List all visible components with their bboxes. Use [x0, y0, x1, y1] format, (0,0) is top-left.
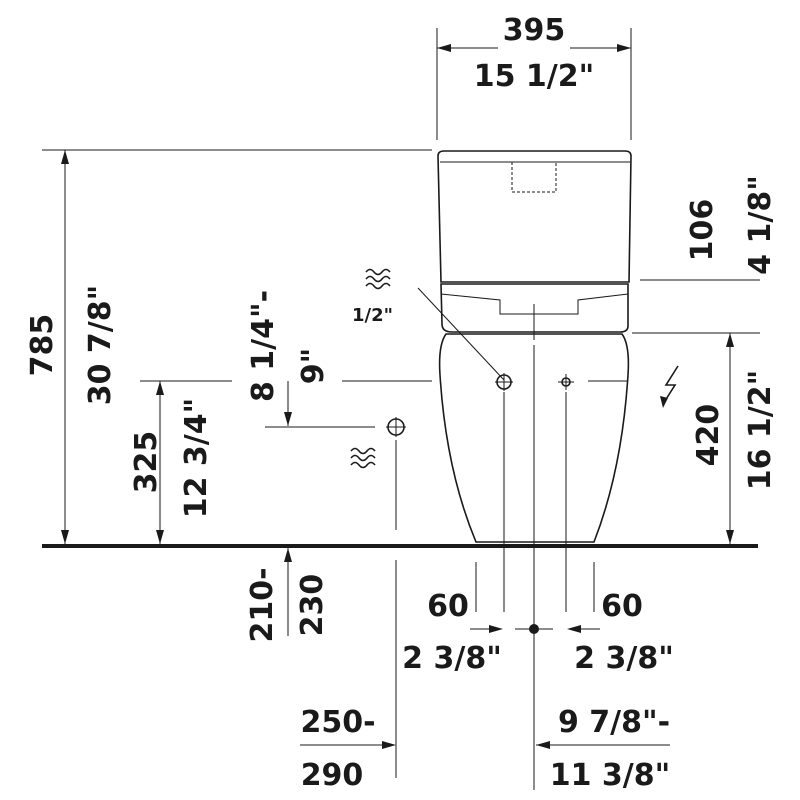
electric-icon [660, 365, 679, 408]
total-height-dimension: 785 30 7/8" [25, 149, 432, 544]
lid-height-mm: 106 [685, 199, 720, 262]
water-icon [365, 268, 391, 290]
outlet-offset-dimensions: 60 2 3/8" 60 2 3/8" [402, 562, 674, 676]
wall-distance-right-bottom: 11 3/8" [550, 758, 671, 793]
outlet-depth-bottom: 230 [295, 574, 330, 637]
inlet-offset-dimension: 8 1/4"- 9" [246, 290, 432, 428]
offset-left-mm: 60 [427, 589, 469, 624]
tank-width-in: 15 1/2" [474, 59, 595, 94]
offset-right-in: 2 3/8" [574, 641, 674, 676]
wall-distance-right: 9 7/8"- 11 3/8" [536, 705, 670, 793]
wall-distance-left: 250- 290 [300, 560, 397, 793]
offset-left-in: 2 3/8" [402, 641, 502, 676]
inlet-offset-top: 8 1/4"- [246, 290, 281, 402]
water-supply-height-in: 12 3/4" [179, 398, 214, 519]
toilet-outline [437, 150, 632, 543]
water-inlet-left [350, 417, 406, 530]
wall-distance-right-top: 9 7/8"- [558, 705, 670, 740]
lid-height-in: 4 1/8" [743, 175, 778, 275]
outlet-depth-dimension: 210- 230 [245, 548, 330, 643]
seat-height-mm: 420 [691, 404, 726, 467]
seat-height-dimension: 420 16 1/2" [632, 332, 778, 544]
water-icon [350, 447, 376, 469]
total-height-mm: 785 [25, 314, 60, 377]
outlet-depth-top: 210- [245, 567, 280, 642]
lid-height-dimension: 106 4 1/8" [640, 175, 778, 281]
water-supply-height-dimension: 325 12 3/4" [129, 380, 232, 544]
outlet-center-point [529, 624, 539, 634]
water-size-label: 1/2" [352, 305, 393, 326]
offset-right-mm: 60 [601, 589, 643, 624]
tank-width-dimension: 395 15 1/2" [436, 13, 632, 140]
tank-width-mm: 395 [503, 13, 566, 48]
inlet-offset-bottom: 9" [296, 348, 331, 385]
wall-distance-bottom: 290 [301, 758, 364, 793]
water-supply-height-mm: 325 [129, 431, 164, 494]
seat-height-in: 16 1/2" [743, 370, 778, 491]
total-height-in: 30 7/8" [83, 285, 118, 406]
water-inlet-top: 1/2" [352, 268, 505, 381]
connection-points [495, 373, 628, 612]
wall-distance-top: 250- [300, 705, 375, 740]
